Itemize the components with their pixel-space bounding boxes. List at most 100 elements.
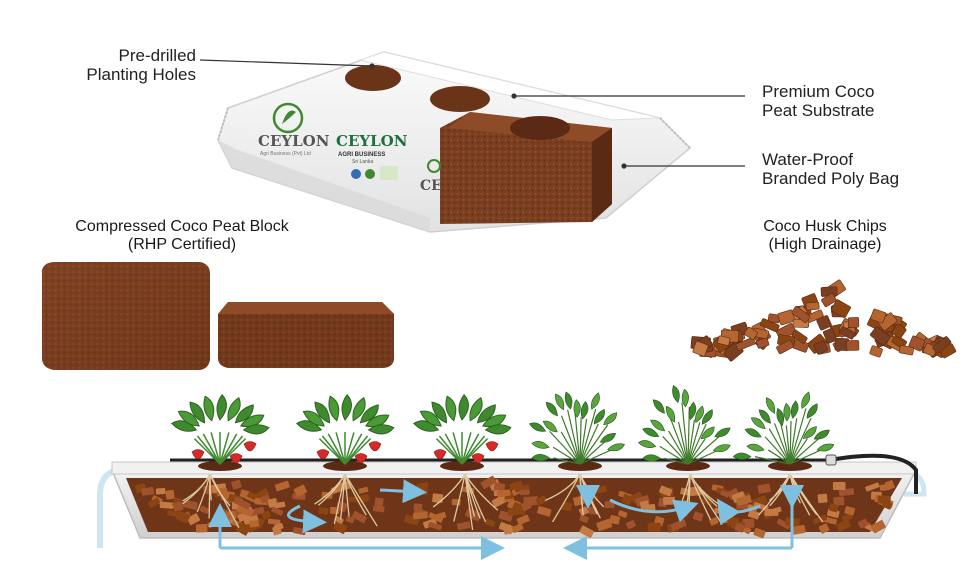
trough-chip <box>742 518 755 528</box>
coco-block-large <box>42 262 210 370</box>
stem <box>444 433 463 465</box>
trough-chip <box>249 520 260 528</box>
leaf <box>714 427 731 438</box>
trough-chip <box>776 518 791 530</box>
trough-chip <box>792 524 806 535</box>
leaf <box>750 417 766 429</box>
trough-chip <box>147 497 161 508</box>
trough-chip <box>345 515 355 524</box>
stem <box>789 421 792 465</box>
leaf <box>542 420 558 433</box>
callout-holes: Pre-drilled Planting Holes <box>60 46 196 84</box>
trough-chip <box>412 511 428 520</box>
callout-substrate: Premium Coco Peat Substrate <box>762 82 874 120</box>
trough-chip <box>456 521 471 531</box>
stem <box>662 436 689 465</box>
bag-logo-word: CEYLON <box>258 132 330 150</box>
leaf <box>352 396 366 422</box>
trough-chip <box>709 517 719 526</box>
trough-chip <box>235 522 250 536</box>
chips-subtitle: (High Drainage) <box>768 236 882 253</box>
plant-cup <box>323 461 367 471</box>
root <box>453 473 466 522</box>
trough-chip <box>516 514 530 526</box>
trough-chip <box>417 488 429 495</box>
stem <box>219 438 247 465</box>
trough-chip <box>818 523 830 534</box>
leaf <box>177 410 200 427</box>
stem <box>579 424 609 465</box>
trough-chip <box>865 482 880 492</box>
trough-chip <box>509 480 523 490</box>
leaf <box>484 424 512 435</box>
leaf <box>603 412 618 426</box>
stem <box>789 438 819 465</box>
trough-chip <box>535 495 547 506</box>
trough-chip <box>817 493 828 504</box>
coco-chip <box>744 326 758 340</box>
leaf <box>816 443 835 452</box>
trough-chip <box>333 521 348 534</box>
leaf <box>242 424 270 435</box>
leaf <box>203 395 215 422</box>
stem <box>773 423 791 465</box>
trough-chip <box>493 482 506 492</box>
coco-chip <box>839 326 856 340</box>
leaf <box>555 393 565 411</box>
stem <box>754 456 791 465</box>
leaf <box>591 392 600 410</box>
callout-lines <box>199 59 745 169</box>
trough-chip <box>432 512 447 521</box>
leaf <box>531 453 551 462</box>
leaf <box>341 393 352 421</box>
stem <box>579 449 612 465</box>
trough-chip <box>318 507 329 515</box>
stem <box>768 428 791 465</box>
trough-chip <box>267 498 278 508</box>
plant-cup <box>768 461 812 471</box>
stem <box>344 438 372 465</box>
trough-chip <box>356 493 370 504</box>
leaf <box>531 440 550 449</box>
leaf <box>216 393 227 421</box>
leaf <box>783 402 791 422</box>
leaf <box>758 409 771 424</box>
trough-chip <box>254 488 269 501</box>
trough-chip <box>334 515 344 524</box>
trough-chip <box>267 518 281 525</box>
leaf <box>803 426 817 439</box>
stem <box>767 449 791 465</box>
coco-chip <box>830 299 851 318</box>
root <box>182 473 211 505</box>
callout-substrate-line2: Peat Substrate <box>762 101 875 120</box>
stem <box>579 441 605 465</box>
trough-chip <box>199 505 210 514</box>
root <box>758 473 791 516</box>
leaf <box>469 396 483 422</box>
stem <box>438 435 463 465</box>
trough-chip <box>647 522 661 532</box>
grow-bag: CEYLON Agri Business (Pvt) Ltd CEYLON AG… <box>217 51 692 233</box>
strawberry <box>433 449 447 460</box>
trough-chip <box>502 524 513 535</box>
block-caption: Compressed Coco Peat Block (RHP Certifie… <box>10 218 354 254</box>
drip-connector <box>825 454 837 466</box>
stem <box>344 432 355 465</box>
strawberry <box>229 453 243 464</box>
stem <box>219 433 238 465</box>
strawberry <box>316 449 330 460</box>
trough-chip <box>484 518 496 527</box>
trough-chip <box>511 501 528 515</box>
trough-chip <box>561 501 573 512</box>
leader-bag-dot <box>621 163 627 169</box>
leaf <box>545 401 558 417</box>
stem <box>687 450 718 465</box>
leaf <box>458 393 469 421</box>
block-title: Compressed Coco Peat Block <box>75 218 289 235</box>
trough-chip <box>372 505 385 513</box>
flow-swirl-4 <box>609 498 699 523</box>
trough-chip <box>812 514 827 525</box>
chips-caption: Coco Husk Chips (High Drainage) <box>720 218 930 254</box>
trough-chip <box>173 501 184 512</box>
